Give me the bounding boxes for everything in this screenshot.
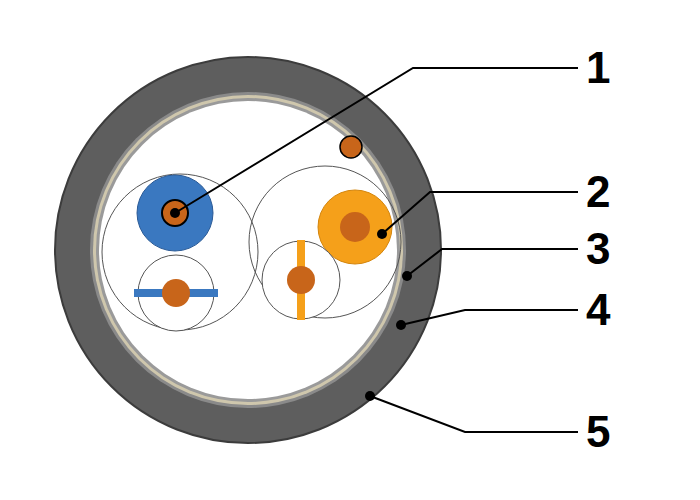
pair-outline	[102, 174, 258, 330]
conductor	[162, 279, 190, 307]
callout-number: 5	[586, 410, 610, 454]
screen-ring	[93, 95, 403, 405]
outer-jacket	[55, 57, 441, 443]
leader-dot	[377, 229, 387, 239]
callout-number: 3	[586, 227, 610, 271]
foil-ring	[90, 92, 406, 408]
leader-dot	[170, 208, 180, 218]
blue-insulation	[137, 175, 213, 251]
wrap-ring	[96, 98, 400, 402]
leader-line	[401, 310, 578, 325]
leader-dot	[402, 271, 412, 281]
leader-line	[382, 192, 578, 234]
cable-interior	[99, 101, 397, 399]
leader-dot	[365, 391, 375, 401]
leader-dots	[170, 208, 412, 401]
white-insulation	[262, 241, 340, 319]
leader-dot	[396, 320, 406, 330]
pair-outline	[249, 166, 401, 318]
leader-line	[370, 396, 578, 432]
leader-line	[407, 249, 578, 276]
leader-lines	[175, 68, 578, 432]
callout-number: 4	[586, 288, 610, 332]
conductor	[162, 200, 188, 226]
conductor	[340, 212, 370, 242]
conductor	[287, 266, 315, 294]
callout-number: 2	[586, 170, 610, 214]
callout-number: 1	[586, 46, 610, 90]
drain-wire	[340, 136, 362, 158]
